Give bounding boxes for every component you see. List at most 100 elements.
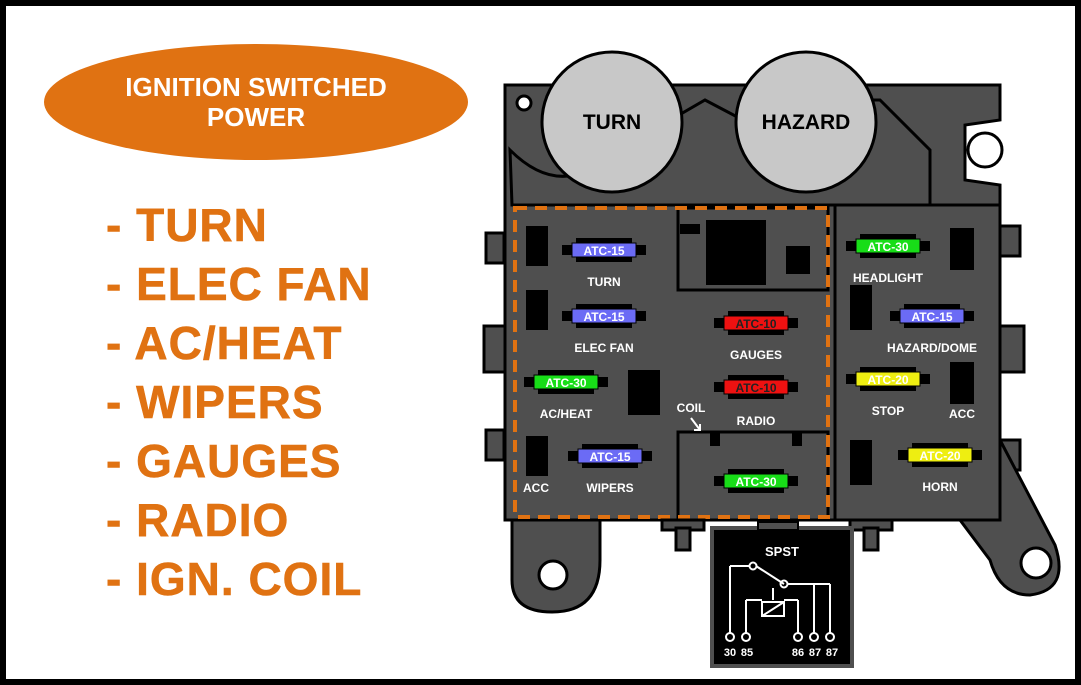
circuit-item: - TURN [106,199,268,252]
fuse-terminal [916,374,930,384]
hazard-flasher-label: HAZARD [762,111,851,134]
relay-pin-label: 86 [792,647,804,659]
circuit-item: - WIPERS [106,376,324,429]
hazard-flasher: HAZARD [734,50,878,194]
mount-hole-bottom-left [537,559,569,591]
fuse-terminal [898,450,912,460]
fuse-rating: ATC-20 [919,449,960,463]
fuse-terminal [714,476,728,486]
fuse-label: STOP [872,404,904,418]
turn-flasher-label: TURN [583,111,641,134]
fuse-terminal [890,311,904,321]
fuse-rating: ATC-30 [545,376,586,390]
fuse-rating: ATC-15 [583,310,624,324]
fuse-terminal [846,374,860,384]
fuse-terminal [916,241,930,251]
ignition-switched-power-title: IGNITION SWITCHED POWER [44,44,468,160]
relay-pin-label: 85 [741,647,753,659]
relay-type-label: SPST [765,544,799,559]
circuit-item: - IGN. COIL [106,553,363,606]
fuse-label: HORN [922,480,957,494]
fuse-rating: ATC-10 [735,317,776,331]
fuse-terminal [784,382,798,392]
fuse-coil: ATC-30 [714,469,798,493]
fuse-terminal [632,311,646,321]
fuse-color-band [855,371,921,387]
connector-tabs-bottom [660,518,894,552]
fuse-rating: ATC-15 [589,450,630,464]
fuse-label: HEADLIGHT [853,271,924,285]
acc-label-left: ACC [523,481,549,495]
fuse-terminal [784,318,798,328]
fuse-terminal [638,451,652,461]
fuse-label: HAZARD/DOME [887,341,977,355]
fuse-label: AC/HEAT [540,407,593,421]
fuse-terminal [714,318,728,328]
fuse-label: ELEC FAN [574,341,633,355]
fuse-terminal [968,450,982,460]
fuse-rating: ATC-30 [867,240,908,254]
fuse-rating: ATC-20 [867,373,908,387]
fuse-terminal [632,245,646,255]
title-line-2: POWER [206,102,306,132]
relay-pin-label: 30 [724,647,736,659]
coil-arrow [690,417,701,431]
fuse-terminal [714,382,728,392]
circuit-item: - ELEC FAN [106,258,372,311]
fuse-color-band [907,447,973,463]
relay-pin-label: 87 [809,647,821,659]
fuse-label: WIPERS [586,481,633,495]
title-line-1: IGNITION SWITCHED [125,72,387,102]
fuse-label: RADIO [737,414,776,428]
circuit-item: - AC/HEAT [106,317,343,370]
circuit-item: - RADIO [106,494,290,547]
fuse-color-band [723,473,789,489]
turn-flasher: TURN [540,50,684,194]
circuit-item: - GAUGES [106,435,342,488]
fuse-label: GAUGES [730,348,782,362]
coil-label: COIL [677,401,706,415]
fuse-label: TURN [587,275,620,289]
fuse-color-band [723,379,789,395]
fuse-terminal [846,241,860,251]
ignition-switched-region [513,206,830,519]
fuse-rating: ATC-15 [911,310,952,324]
connector-sockets [526,220,974,485]
fuse-color-band [855,238,921,254]
fuse-color-band [899,308,965,324]
fuse-terminal [562,245,576,255]
fuse-color-band [571,308,637,324]
fuse-color-band [723,315,789,331]
fuse-terminal [568,451,582,461]
spst-relay: SPST 30 85 86 87 87 [710,521,854,668]
fuse-rating: ATC-15 [583,244,624,258]
relay-pin-label: 87 [826,647,838,659]
fuse-terminal [784,476,798,486]
fuse-rating: ATC-30 [735,475,776,489]
fuse-terminal [524,377,538,387]
fuse-terminal [960,311,974,321]
fuse-terminal [594,377,608,387]
mount-hole-top-left [515,94,533,112]
fuse-rating: ATC-10 [735,381,776,395]
fuse-color-band [577,448,643,464]
fuse-color-band [533,374,599,390]
mount-hole-top-right [966,131,1004,169]
fuse-color-band [571,242,637,258]
mount-hole-bottom-right [1019,546,1053,580]
acc-label-right: ACC [949,407,975,421]
fuse-terminal [562,311,576,321]
circuit-list: - TURN - ELEC FAN - AC/HEAT - WIPERS - G… [106,196,372,609]
